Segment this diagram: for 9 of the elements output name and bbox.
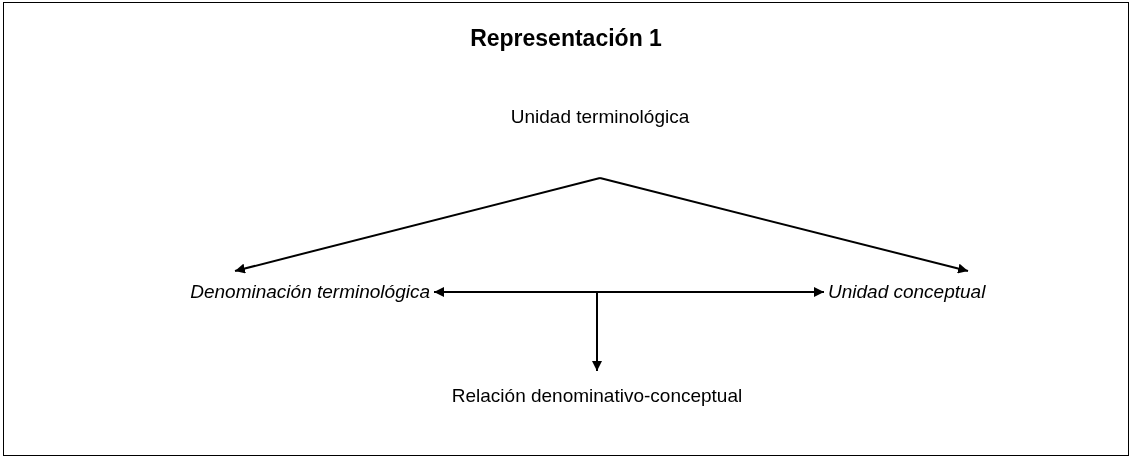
diagram-title: Representación 1 [469, 25, 663, 52]
node-label: Unidad conceptual [828, 281, 986, 303]
arrow [433, 287, 825, 297]
arrow [592, 291, 602, 372]
node-label: Relación denominativo-conceptual [451, 385, 743, 407]
node-label: Unidad terminológica [510, 106, 690, 128]
arrow [234, 177, 601, 274]
arrow [599, 177, 969, 274]
node-label: Denominación terminológica [190, 281, 430, 303]
